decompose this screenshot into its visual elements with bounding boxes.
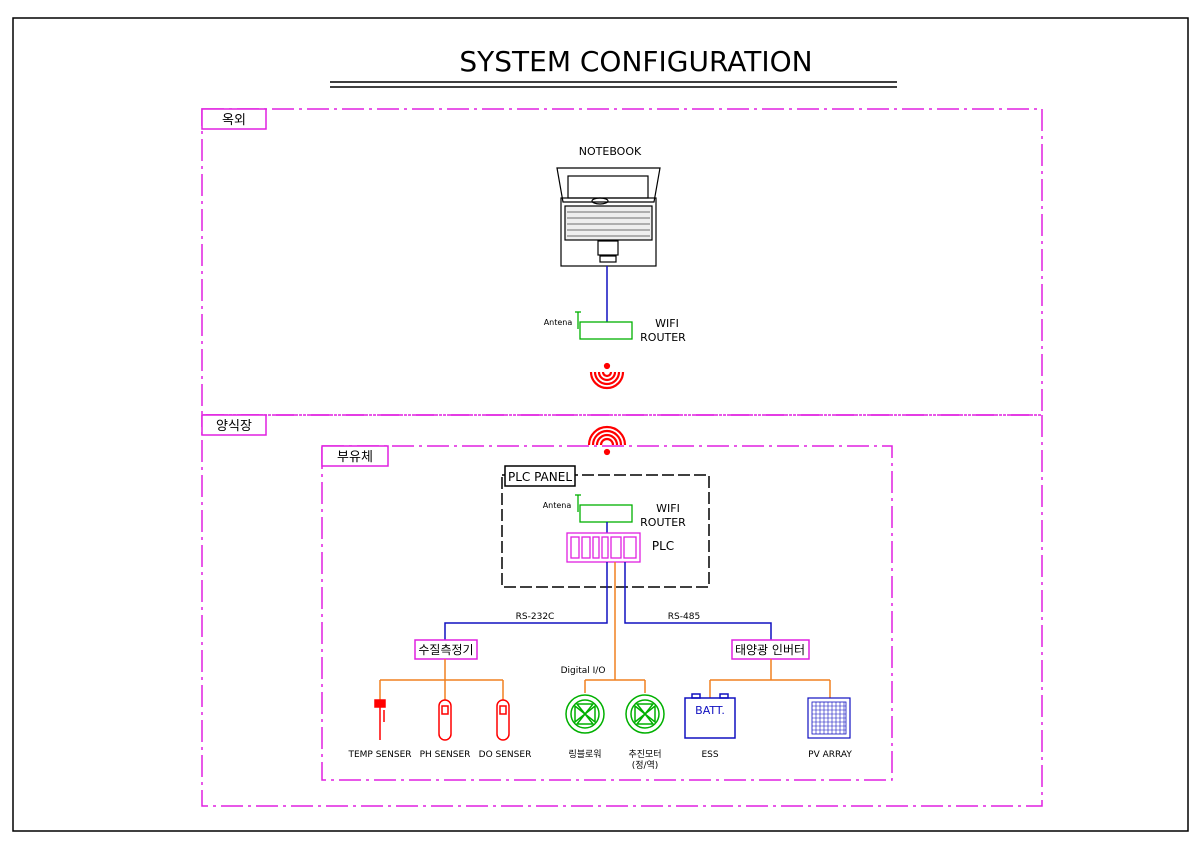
zone-outdoor-label: 옥외 (222, 113, 246, 128)
pv-array-icon (807, 697, 851, 739)
motor-label-1: 추진모터 (628, 749, 661, 760)
zone-farm (201, 414, 1043, 807)
rs232-label: RS-232C (516, 612, 555, 622)
wireless-signal-top-icon (589, 362, 625, 390)
do-sensor-label: DO SENSER (479, 750, 532, 760)
rs485-label: RS-485 (668, 612, 700, 622)
temp-sensor-icon (374, 699, 386, 740)
antenna-panel-label: Antena (543, 501, 572, 510)
plc-panel-label: PLC PANEL (508, 470, 572, 484)
zone-float-tag (321, 445, 389, 467)
notebook-label: NOTEBOOK (579, 145, 642, 158)
router-panel-label-2: ROUTER (640, 516, 686, 529)
rs232-link (444, 562, 608, 640)
page-title: SYSTEM CONFIGURATION (459, 45, 812, 78)
wifi-router-top-icon (575, 311, 633, 340)
plc-label: PLC (652, 539, 674, 553)
zone-outdoor-tag (201, 108, 267, 130)
zone-farm-tag (201, 414, 267, 436)
plc-panel-box (501, 474, 710, 588)
zone-outdoor (201, 108, 1043, 416)
zone-float (321, 445, 893, 781)
ess-label: ESS (701, 750, 718, 760)
inverter-label: 태양광 인버터 (735, 643, 805, 657)
ring-blower-label: 링블로워 (568, 748, 601, 760)
router-top-label-2: ROUTER (640, 331, 686, 344)
dio-label: Digital I/O (561, 666, 606, 676)
motor-label-2: (정/역) (632, 760, 659, 771)
temp-sensor-label: TEMP SENSER (347, 750, 411, 760)
pv-array-label: PV ARRAY (808, 750, 852, 760)
zone-farm-label: 양식장 (216, 419, 252, 434)
notebook-icon (556, 167, 661, 267)
propulsion-motor-icon (625, 694, 665, 734)
battery-label: BATT. (695, 704, 725, 717)
outer-frame (12, 17, 1189, 832)
antenna-top-label: Antena (544, 318, 573, 327)
ph-sensor-label: PH SENSER (420, 750, 471, 760)
water-meter-label: 수질측정기 (418, 643, 473, 657)
router-panel-label-1: WIFI (656, 502, 680, 515)
router-top-label-1: WIFI (655, 317, 679, 330)
ph-sensor-icon (438, 699, 452, 741)
plc-icon (566, 532, 641, 563)
rs485-link (624, 562, 772, 640)
wifi-router-panel-icon (575, 494, 633, 523)
ring-blower-icon (565, 694, 605, 734)
water-meter-box (414, 639, 478, 660)
wireless-signal-panel-icon (587, 425, 627, 456)
do-sensor-icon (496, 699, 510, 741)
battery-icon (684, 693, 736, 739)
plc-panel-tag (504, 465, 576, 487)
zone-float-label: 부유체 (337, 450, 373, 465)
